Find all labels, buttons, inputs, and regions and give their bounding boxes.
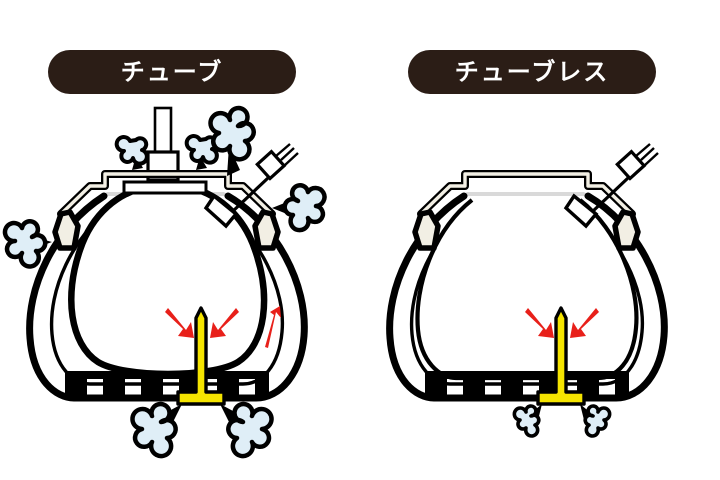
title-pill-tubeless: チューブレス xyxy=(408,50,656,94)
tube-tire-cross-section xyxy=(2,105,327,459)
panel-tubeless: チューブレス xyxy=(360,0,720,480)
tire-valve-stem-icon xyxy=(230,143,299,214)
nail-puncture xyxy=(176,306,226,406)
panel-tube: チューブ xyxy=(2,50,327,459)
air-leak-rim-left xyxy=(2,219,52,269)
air-leak-nail-left xyxy=(512,404,542,438)
tire-valve-stem-icon xyxy=(590,143,659,214)
air-leak-valve-left xyxy=(114,135,149,170)
nail-puncture xyxy=(536,306,586,406)
air-leak-rim-right xyxy=(272,183,327,233)
tire-airtight-liner xyxy=(409,202,645,386)
wheel-rim xyxy=(52,170,281,251)
wheel-rim xyxy=(412,170,641,251)
title-label-tubeless: チューブレス xyxy=(454,58,610,86)
air-pressure-arrows xyxy=(525,308,599,338)
rim-valve-slot xyxy=(563,193,599,229)
tire-tread-blocks xyxy=(65,371,269,397)
tube-valve-stem xyxy=(146,106,180,182)
air-leak-nail-right xyxy=(220,401,274,459)
tire-inner-liner xyxy=(49,202,285,386)
title-label-tube: チューブ xyxy=(120,58,224,86)
air-leak-nail-right xyxy=(580,404,612,438)
air-leak-nail-left xyxy=(130,401,182,459)
tire-air-chamber xyxy=(415,198,639,381)
air-pressure-arrows xyxy=(165,306,281,348)
tire-tread-blocks xyxy=(425,371,629,397)
tubeless-tire-cross-section xyxy=(386,143,668,438)
title-pill-tube: チューブ xyxy=(48,50,296,94)
air-leak-valve-top xyxy=(208,105,256,176)
rim-valve-slot xyxy=(203,193,239,229)
